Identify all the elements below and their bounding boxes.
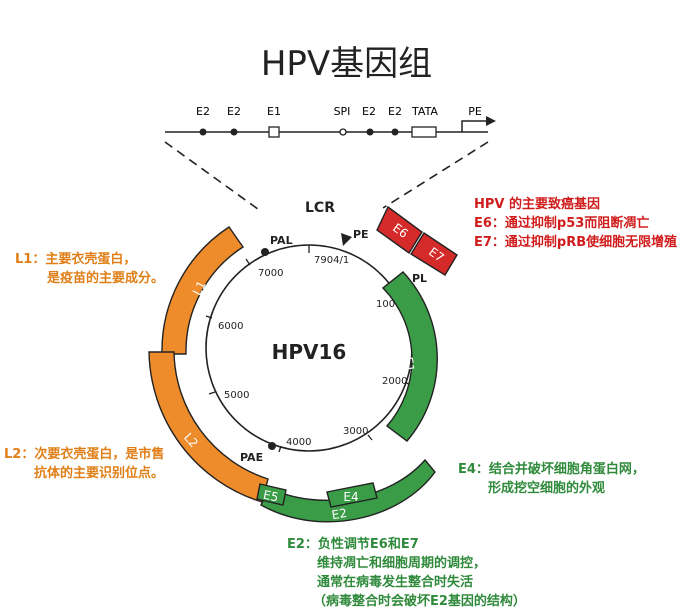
tick-5000: 5000 (224, 390, 249, 401)
gene-l2-block (148, 351, 269, 503)
l1-note-line: 是疫苗的主要成分。 (47, 271, 165, 286)
gene-e4-label: E4 (343, 490, 358, 504)
gene-e6-block (376, 205, 423, 255)
origin-label: 7904/1 (314, 255, 349, 266)
gene-e5-label: E5 (262, 488, 280, 505)
lcr-label: LCR (305, 200, 335, 216)
lcr-label-tata: TATA (411, 105, 438, 118)
e2-binding-site-1 (199, 128, 207, 136)
spi-site (339, 128, 347, 136)
pe-label: PE (353, 228, 369, 241)
oncogene-note-line: HPV 的主要致癌基因 (474, 197, 600, 212)
pe-promoter-arrow (461, 120, 486, 132)
l1-note-line: L1：主要衣壳蛋白， (15, 252, 137, 267)
e4-note: E4：结合并破坏细胞角蛋白网， 形成挖空细胞的外观 (458, 460, 645, 498)
e2-binding-site-3 (366, 128, 374, 136)
gene-e1-block (381, 271, 438, 442)
pal-label: PAL (270, 234, 293, 247)
e2-binding-site-2 (230, 128, 238, 136)
page-title: HPV基因组 (260, 44, 433, 84)
gene-e2-label: E2 (331, 506, 348, 522)
l2-note-line: L2：次要衣壳蛋白，是市售 (4, 447, 165, 462)
l2-note: L2：次要衣壳蛋白，是市售 抗体的主要识别位点。 (4, 445, 164, 483)
gene-e5-block (256, 483, 287, 506)
e4-note-line: 形成挖空细胞的外观 (488, 481, 606, 496)
l2-note-line: 抗体的主要识别位点。 (34, 466, 165, 481)
tick-6000: 6000 (218, 321, 243, 332)
pe-promoter-icon (341, 233, 352, 246)
oncogene-note-line: E6：通过抑制p53而阻断凋亡 (474, 216, 650, 231)
e2-binding-site-4 (391, 128, 399, 136)
e2-note-line: 通常在病毒发生整合时失活 (317, 575, 474, 590)
pae-promoter-dot (268, 442, 276, 450)
e2-note: E2：负性调节E6和E7 维持凋亡和细胞周期的调控， 通常在病毒发生整合时失活 … (287, 535, 526, 611)
gene-e1-label: E1 (401, 356, 417, 373)
pe-arrow-head-icon (486, 116, 496, 126)
gene-e2-block (260, 458, 436, 523)
tick-4000: 4000 (286, 437, 311, 448)
gene-l1-label: L1 (190, 279, 209, 298)
lcr-bar: E2 E2 E1 SPI E2 E2 TATA PE (164, 105, 496, 213)
tick-3000: 3000 (343, 426, 368, 437)
pl-label: PL (412, 272, 427, 285)
lcr-label-e2-3: E2 (362, 105, 376, 118)
tick-2000: 2000 (382, 376, 407, 387)
pal-promoter-dot (261, 248, 269, 256)
gene-e7-block (410, 232, 458, 276)
genome-name: HPV16 (272, 340, 347, 364)
lcr-label-spi: SPI (334, 105, 351, 118)
oncogene-note-line: E7：通过抑制pRB使细胞无限增殖 (474, 235, 678, 250)
lcr-label-e2-1: E2 (196, 105, 210, 118)
e2-note-line: （病毒整合时会破坏E2基因的结构） (313, 594, 526, 609)
tata-box (411, 126, 437, 138)
tick-7000: 7000 (258, 268, 283, 279)
lcr-label-pe: PE (468, 105, 482, 118)
l1-note: L1：主要衣壳蛋白， 是疫苗的主要成分。 (15, 250, 164, 288)
e2-note-line: 维持凋亡和细胞周期的调控， (317, 556, 487, 571)
e2-note-line: E2：负性调节E6和E7 (287, 537, 419, 552)
pae-label: PAE (240, 451, 263, 464)
gene-e4-block (326, 482, 378, 508)
lcr-label-e2-4: E2 (388, 105, 402, 118)
oncogene-note: HPV 的主要致癌基因 E6：通过抑制p53而阻断凋亡 E7：通过抑制pRB使细… (474, 195, 677, 252)
lcr-label-e1: E1 (267, 105, 281, 118)
e4-note-line: E4：结合并破坏细胞角蛋白网， (458, 462, 645, 477)
zoom-line-left (164, 141, 263, 213)
e1-binding-site (268, 126, 280, 138)
tick-1000: 1000 (376, 299, 401, 310)
zoom-line-right (382, 141, 489, 209)
lcr-label-e2-2: E2 (227, 105, 241, 118)
